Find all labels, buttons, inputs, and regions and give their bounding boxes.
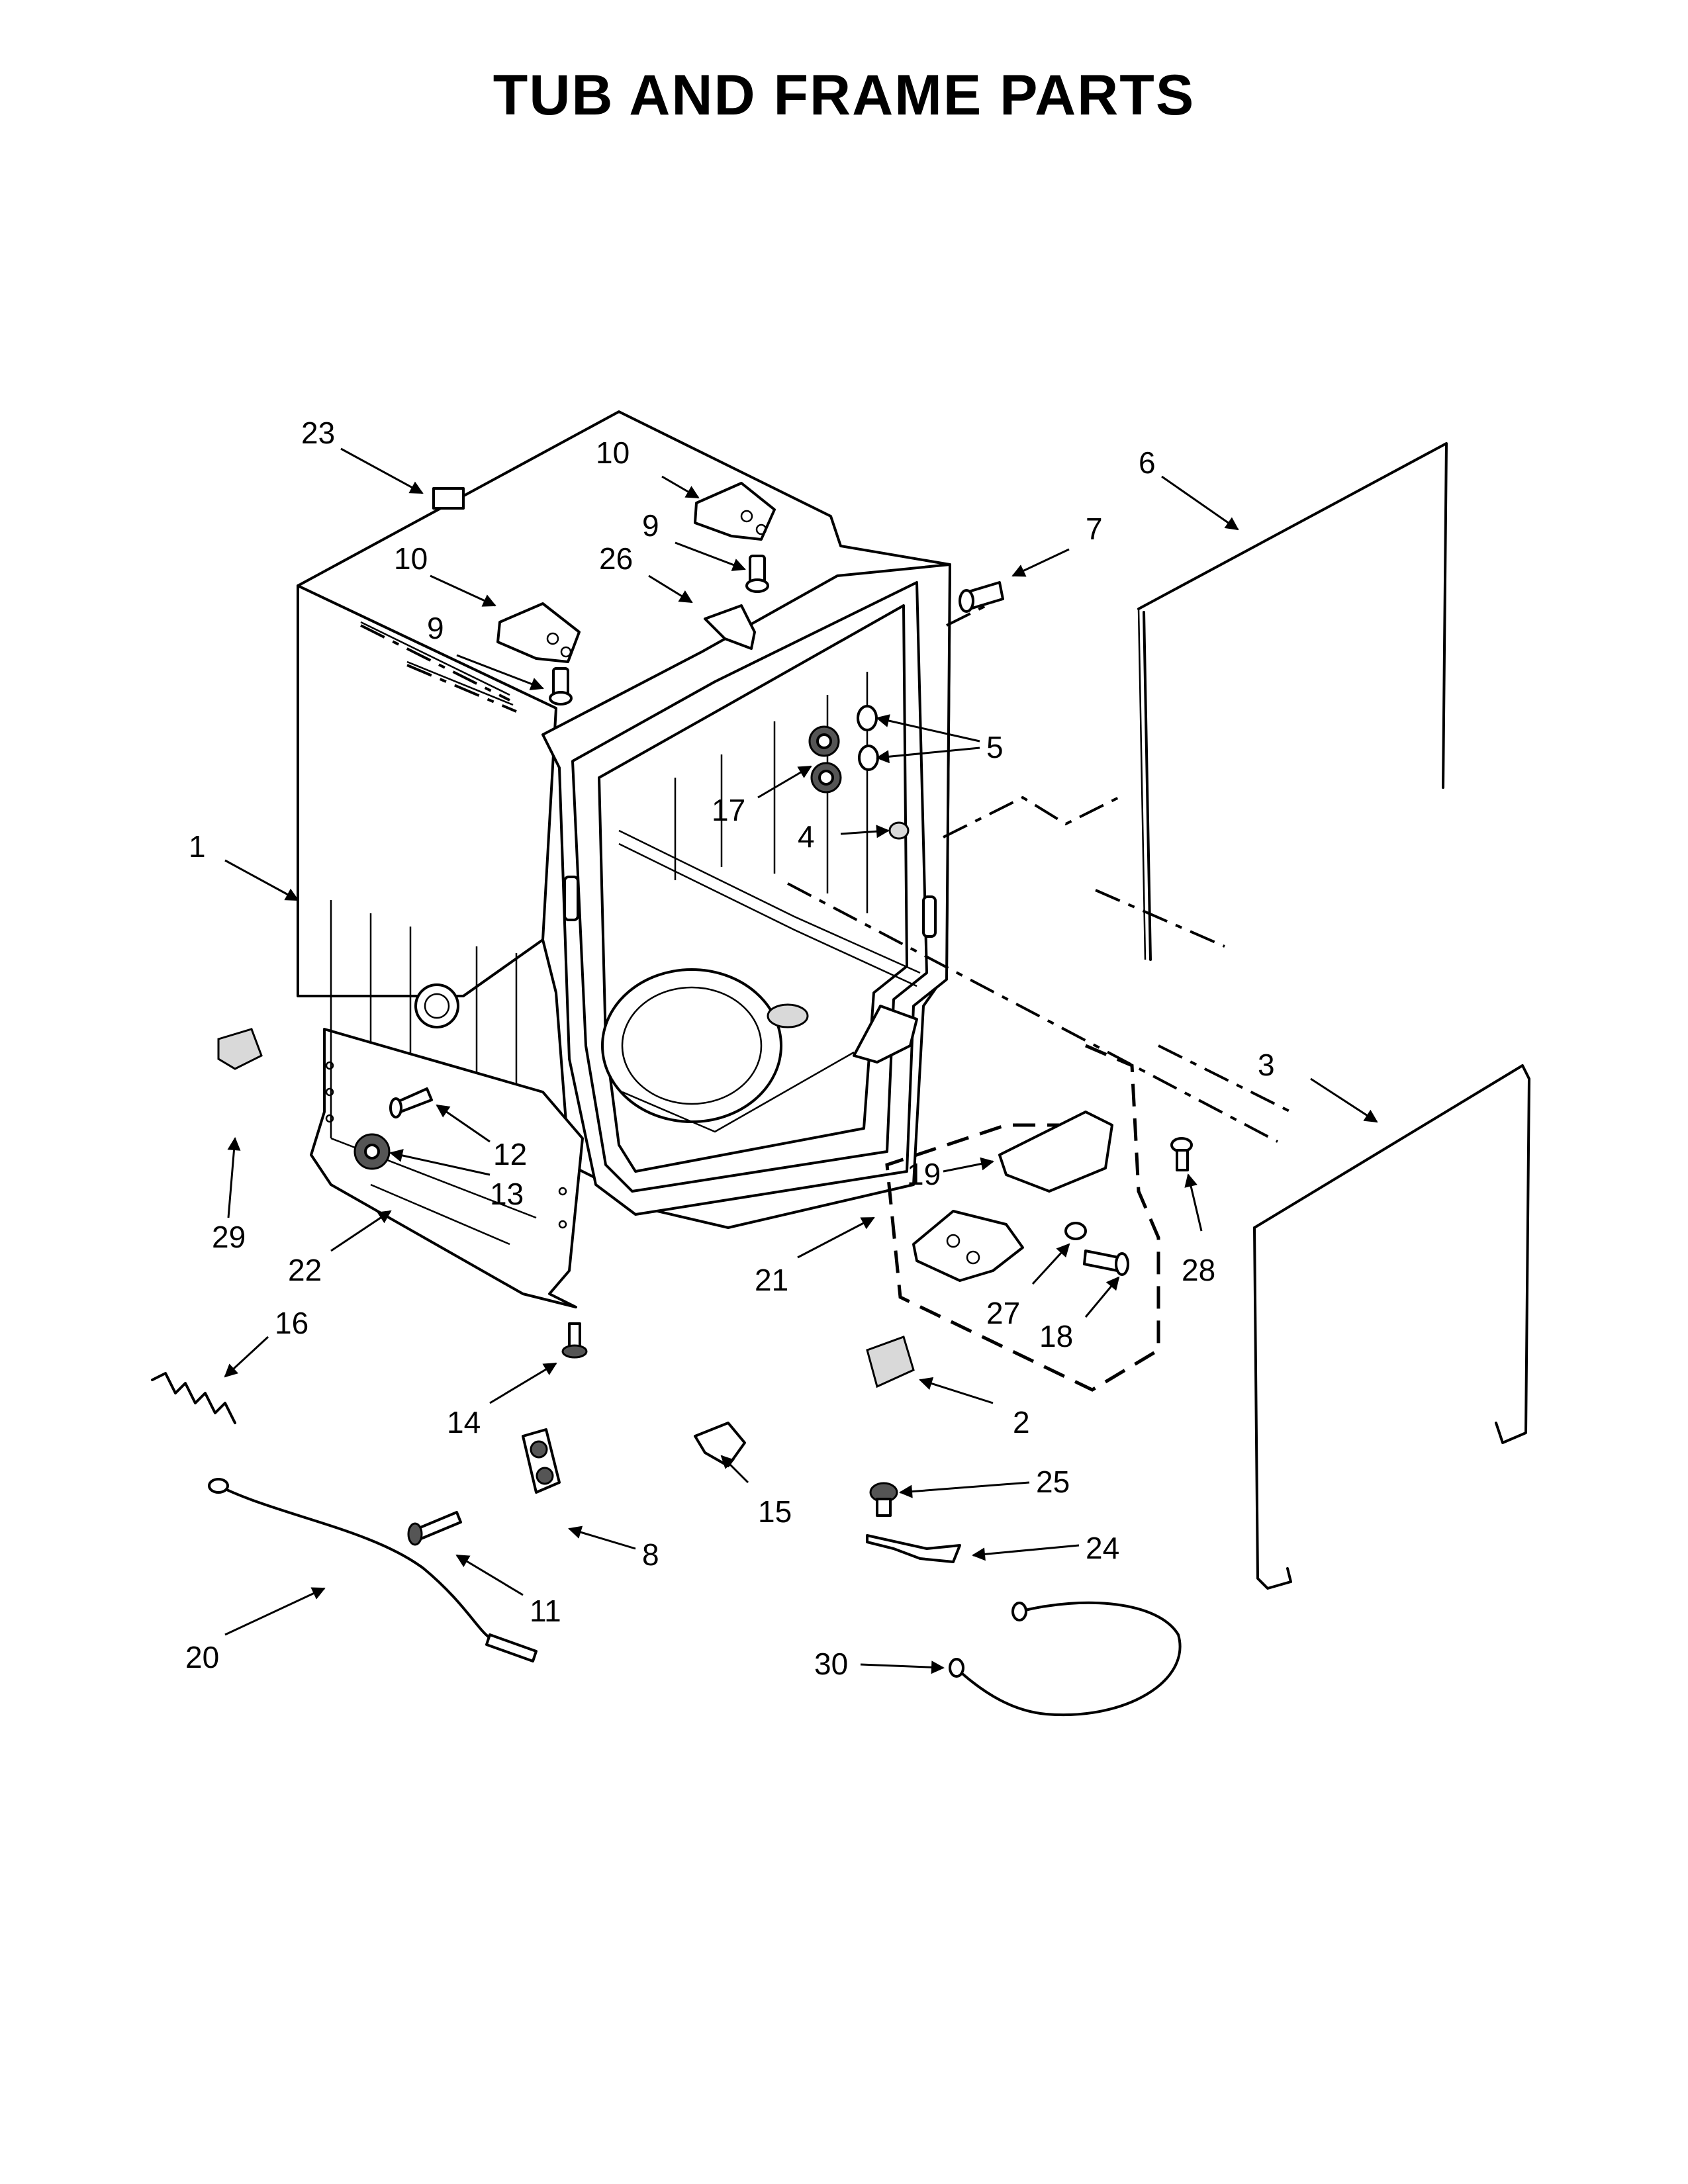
door-gasket-bottom[interactable]	[1253, 1064, 1530, 1590]
callout-29: 29	[212, 1220, 246, 1254]
callout-3: 3	[1258, 1048, 1275, 1082]
callout-26: 26	[599, 541, 633, 576]
callout-18: 18	[1039, 1319, 1073, 1353]
hinge-bracket-left[interactable]	[496, 602, 581, 663]
callout-8: 8	[642, 1537, 659, 1572]
callout-24: 24	[1086, 1531, 1119, 1565]
bracket-screw[interactable]	[1083, 1250, 1129, 1276]
callout-7: 7	[1086, 512, 1103, 546]
callout-4: 4	[798, 819, 815, 854]
page-title: TUB AND FRAME PARTS	[492, 64, 1196, 127]
leveling-wheel[interactable]	[353, 1133, 391, 1170]
callout-25: 25	[1036, 1465, 1070, 1499]
hinge-bracket-top[interactable]	[694, 482, 776, 541]
ground-wire[interactable]	[208, 1478, 538, 1662]
callout-1: 1	[189, 829, 206, 864]
assembly-lines	[360, 601, 1291, 1143]
callout-2: 2	[1013, 1405, 1030, 1439]
vent-fitting[interactable]	[888, 821, 910, 840]
leveling-screw[interactable]	[389, 1087, 433, 1118]
callout-14: 14	[447, 1405, 481, 1439]
hinge-screw-top[interactable]	[745, 555, 769, 593]
callout-10-left: 10	[394, 541, 428, 576]
callout-15: 15	[758, 1494, 792, 1529]
callout-6: 6	[1139, 445, 1156, 480]
callout-16: 16	[275, 1306, 308, 1340]
tub-assembly[interactable]	[297, 410, 951, 1229]
callout-21: 21	[755, 1263, 788, 1297]
drain-grommet[interactable]	[522, 1428, 561, 1494]
callout-19: 19	[907, 1157, 941, 1191]
bracket-assembly-outline	[885, 1044, 1160, 1392]
callout-22: 22	[288, 1253, 322, 1287]
tub-clip[interactable]	[704, 604, 756, 650]
callout-30: 30	[814, 1647, 848, 1681]
leveling-foot[interactable]	[561, 1322, 588, 1359]
callout-27: 27	[986, 1296, 1020, 1330]
hinge-screw-left[interactable]	[549, 667, 573, 705]
door-gasket-top[interactable]	[1137, 442, 1448, 961]
clip-2[interactable]	[866, 1336, 915, 1388]
screw-28[interactable]	[1170, 1137, 1193, 1171]
callout-12: 12	[493, 1137, 527, 1171]
callout-10-top: 10	[596, 435, 630, 470]
inlet-grommets[interactable]	[808, 725, 842, 794]
mounting-screw[interactable]	[407, 1511, 462, 1546]
callout-28: 28	[1182, 1253, 1215, 1287]
vapor-barrier-tab[interactable]	[432, 487, 465, 510]
callout-11: 11	[530, 1594, 561, 1628]
callout-23: 23	[301, 416, 335, 450]
grommet-small[interactable]	[1064, 1222, 1087, 1240]
frame-screw[interactable]	[959, 581, 1004, 613]
callout-arrows	[224, 447, 1378, 1674]
hose-clip[interactable]	[694, 1422, 746, 1467]
callout-17: 17	[712, 793, 745, 827]
callout-5: 5	[986, 730, 1004, 764]
callout-9-left: 9	[427, 611, 444, 645]
inlet-washers[interactable]	[857, 705, 879, 771]
junction-bracket[interactable]	[912, 1210, 1024, 1282]
junction-cover[interactable]	[998, 1111, 1113, 1193]
bracket-24[interactable]	[866, 1534, 961, 1563]
cushion-block[interactable]	[217, 1028, 263, 1070]
callout-9-top: 9	[642, 508, 659, 543]
callout-20: 20	[185, 1640, 219, 1674]
sensor-25[interactable]	[869, 1482, 898, 1517]
callout-13: 13	[490, 1177, 524, 1211]
wire-harness[interactable]	[949, 1601, 1182, 1717]
door-spring[interactable]	[151, 1372, 236, 1424]
base-frame[interactable]	[310, 1005, 918, 1308]
